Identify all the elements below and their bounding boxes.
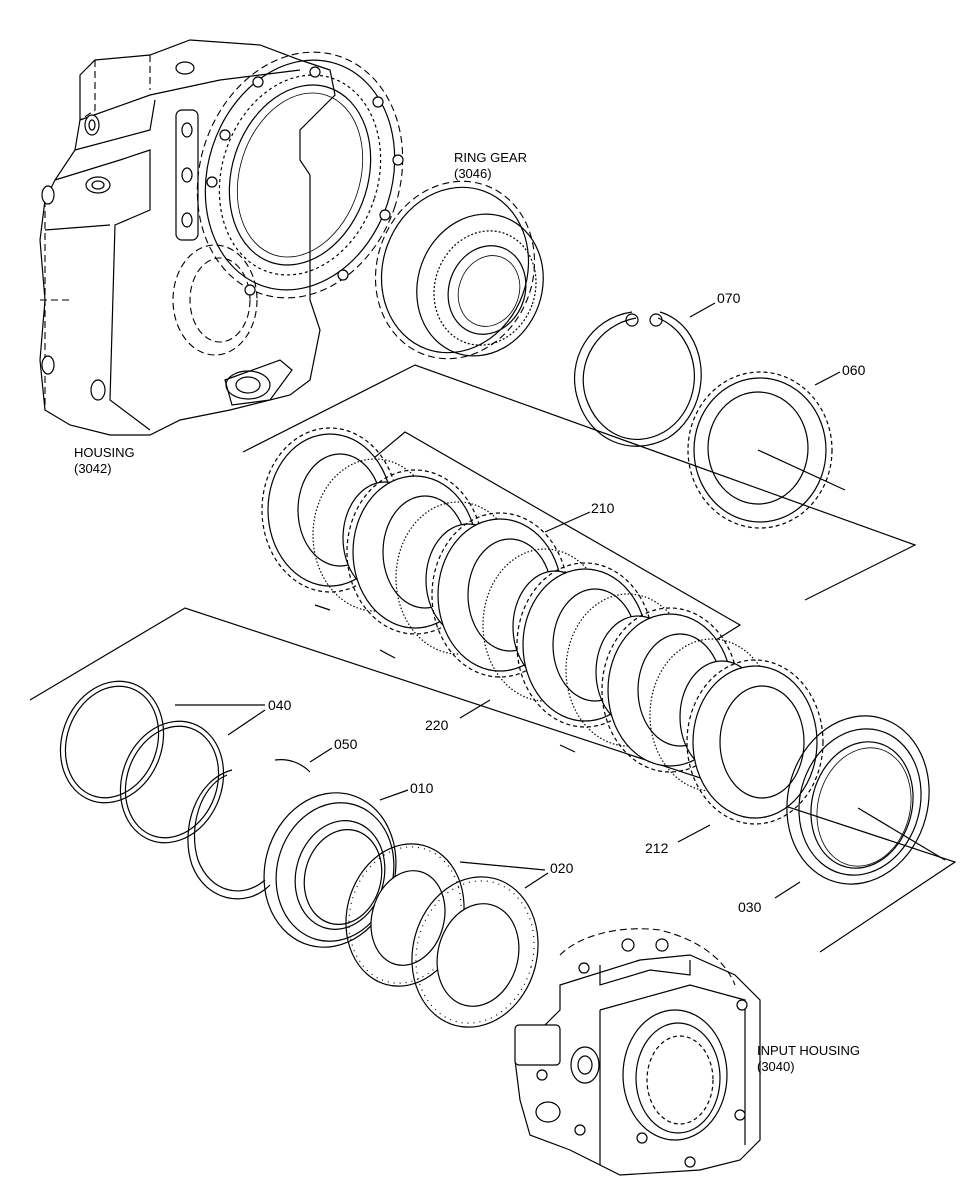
input-housing-code: (3040): [757, 1059, 795, 1074]
callout-070: 070: [717, 290, 741, 306]
callout-060: 060: [842, 362, 866, 378]
gear-disc-icon: [686, 659, 824, 825]
bracket-ticks: [314, 604, 576, 753]
callout-050: 050: [334, 736, 358, 752]
leader-210: [544, 511, 591, 533]
housing-icon: [39, 39, 404, 436]
callout-212: 212: [645, 840, 669, 856]
callout-040: 040: [268, 697, 292, 713]
leader-020: [459, 861, 549, 889]
leader-060: [814, 371, 841, 386]
seal-ring-icon: [786, 715, 930, 885]
group-bracket-upper: [242, 364, 917, 601]
ring-gear-code: (3046): [454, 166, 492, 181]
thrust-washer-icon: [411, 876, 539, 1028]
housing-code: (3042): [74, 461, 112, 476]
snap-ring-icon: [573, 311, 702, 447]
input-housing-icon: [514, 928, 761, 1176]
group-bracket-lower: [29, 607, 957, 953]
leader-040: [175, 704, 266, 736]
housing-label: HOUSING: [74, 445, 135, 460]
ring-gear-label: RING GEAR: [454, 150, 527, 165]
callout-220: 220: [425, 717, 449, 733]
gear-disc-icon: [687, 371, 833, 529]
snap-ring-icon: [119, 720, 225, 844]
callout-030: 030: [738, 899, 762, 915]
leader-030: [774, 881, 801, 899]
snap-ring-icon: [274, 759, 311, 773]
callout-210: 210: [591, 500, 615, 516]
snap-ring-icon: [59, 680, 165, 804]
snap-ring-icon: [187, 769, 271, 900]
axis-030: [857, 807, 946, 861]
leader-070: [689, 302, 716, 318]
axis-060: [757, 449, 846, 491]
callout-010: 010: [410, 780, 434, 796]
leader-212: [677, 824, 711, 843]
ring-gear-icon: [374, 180, 544, 360]
callout-020: 020: [550, 860, 574, 876]
leader-010: [379, 789, 409, 801]
leader-220: [459, 699, 491, 719]
input-housing-label: INPUT HOUSING: [757, 1043, 860, 1058]
clutch-pack: [261, 427, 824, 825]
leader-050: [309, 747, 333, 763]
